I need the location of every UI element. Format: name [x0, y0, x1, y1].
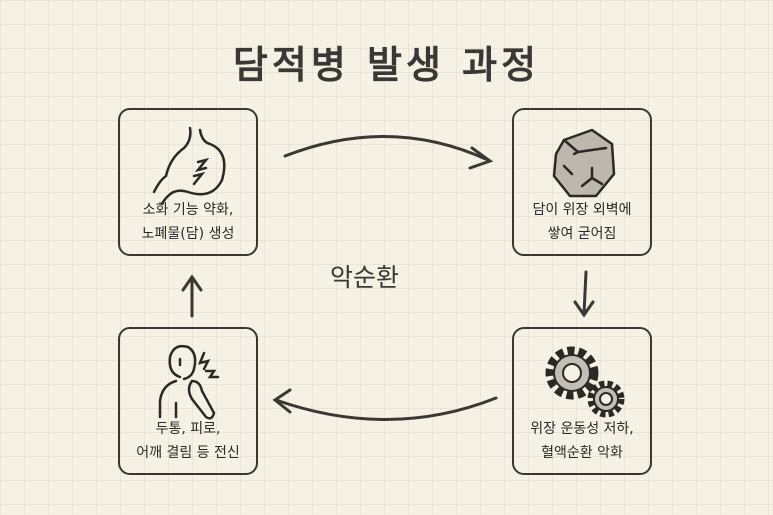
stone-icon — [552, 128, 616, 198]
step-label-line1: 담이 위장 외벽에 — [532, 202, 632, 218]
step-label-line2: 혈액순환 악화 — [541, 445, 623, 461]
step-label-line1: 소화 기능 약화, — [142, 202, 234, 218]
arrow-down — [573, 270, 595, 318]
step-box-digestion: 소화 기능 약화, 노폐물(담) 생성 — [118, 108, 258, 256]
step-label-line2: 쌓여 굳어짐 — [547, 226, 617, 242]
arrow-bottom-left — [272, 388, 498, 421]
arrow-up — [181, 274, 203, 318]
step-label-line2: 어깨 결림 등 전신 — [136, 445, 240, 461]
step-label-line1: 두통, 피로, — [155, 421, 221, 437]
diagram-title: 담적병 발생 과정 — [232, 43, 541, 87]
step-box-motility: 위장 운동성 저하, 혈액순환 악화 — [512, 327, 652, 475]
stomach-icon — [152, 126, 226, 206]
step-box-symptoms: 두통, 피로, 어깨 결림 등 전신 — [118, 327, 258, 475]
gears-icon — [545, 346, 625, 418]
step-label-line2: 노폐물(담) 생성 — [141, 226, 235, 242]
step-label-line1: 위장 운동성 저하, — [530, 421, 634, 437]
arrow-top-right — [283, 134, 494, 170]
cycle-center-label: 악순환 — [330, 263, 400, 292]
step-box-accumulation: 담이 위장 외벽에 쌓여 굳어짐 — [512, 108, 652, 256]
person-pain-icon — [158, 344, 220, 420]
